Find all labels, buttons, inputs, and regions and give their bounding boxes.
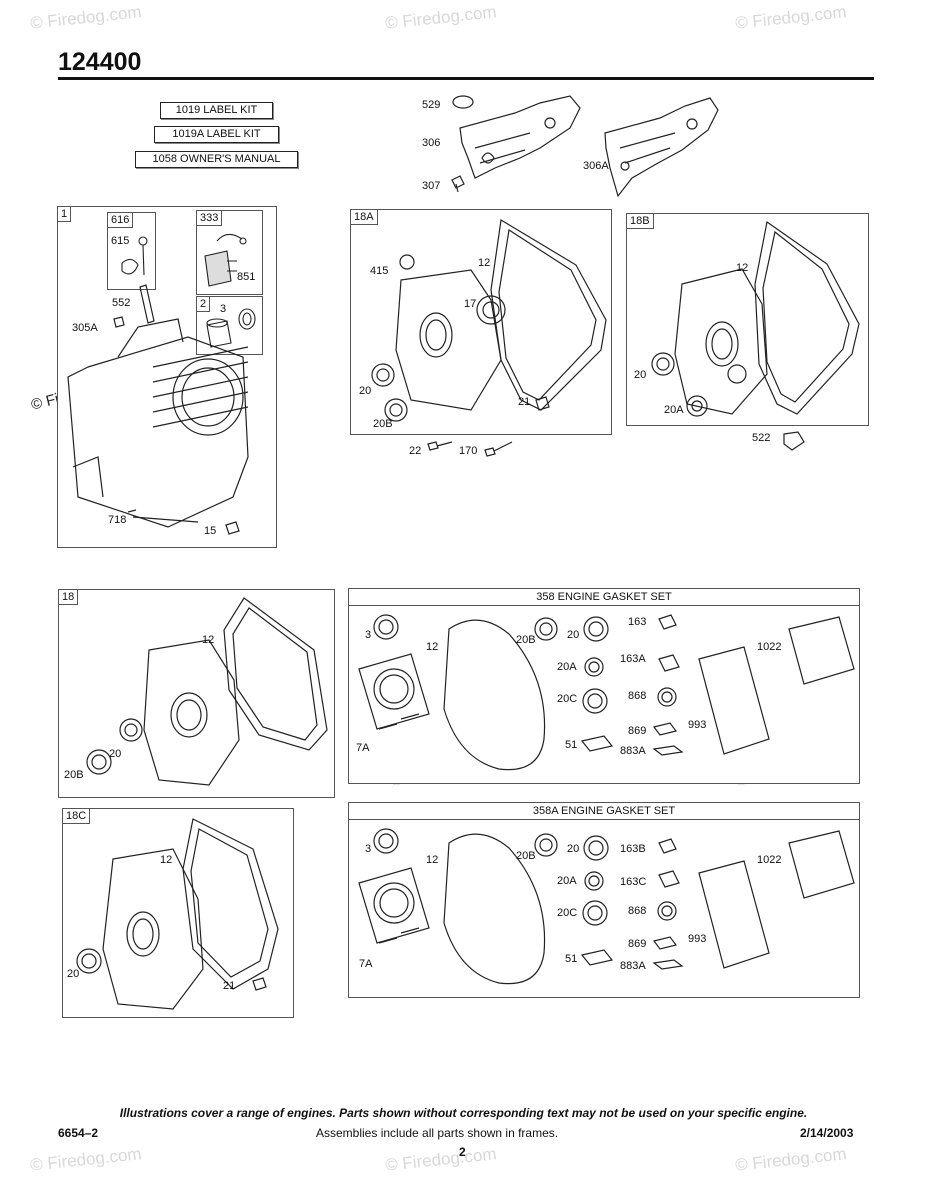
callout-163c: 163C bbox=[620, 876, 647, 888]
subframe-616: 616 615 bbox=[107, 212, 156, 290]
callout-306a: 306A bbox=[583, 160, 609, 172]
callout-20c: 20C bbox=[557, 693, 578, 705]
callout-20b: 20B bbox=[64, 769, 84, 781]
gasket-set-358a: 358A ENGINE GASKET SET 3 12 20B 20 20A 2… bbox=[348, 802, 860, 998]
callout-869: 869 bbox=[628, 725, 647, 737]
frame-tag: 18C bbox=[63, 809, 91, 824]
callout-883a: 883A bbox=[620, 960, 646, 972]
callout-615: 615 bbox=[111, 235, 130, 247]
callout-868: 868 bbox=[628, 690, 647, 702]
footer-disclaimer: Illustrations cover a range of engines. … bbox=[119, 1106, 808, 1120]
gasket-set-title: 358A ENGINE GASKET SET bbox=[349, 803, 859, 820]
watermark: © Firedog.com bbox=[29, 2, 143, 33]
bolts-below-18a: 22 170 bbox=[400, 436, 530, 466]
revision-date: 2/14/2003 bbox=[800, 1126, 854, 1140]
frame-18-sump: 18 12 20 20B bbox=[58, 589, 335, 798]
callout-20c: 20C bbox=[557, 907, 578, 919]
callout-718: 718 bbox=[108, 514, 127, 526]
callout-20b: 20B bbox=[373, 418, 393, 430]
blower-housing-illustration: 529 306 307 306A bbox=[420, 88, 740, 203]
callout-868: 868 bbox=[628, 905, 647, 917]
callout-21: 21 bbox=[518, 396, 531, 408]
callout-7a: 7A bbox=[356, 742, 370, 754]
kit-label-1019a: 1019A LABEL KIT bbox=[154, 126, 279, 143]
frame-1-cylinder: 1 616 615 333 851 2 3 552 305A 718 15 bbox=[57, 206, 277, 548]
callout-12: 12 bbox=[160, 854, 173, 866]
callout-163b: 163B bbox=[620, 843, 646, 855]
callout-20: 20 bbox=[359, 385, 372, 397]
callout-12: 12 bbox=[202, 634, 215, 646]
watermark: © Firedog.com bbox=[384, 1144, 498, 1175]
callout-17: 17 bbox=[464, 298, 477, 310]
callout-883a: 883A bbox=[620, 745, 646, 757]
kit-label-1019: 1019 LABEL KIT bbox=[160, 102, 273, 119]
frame-tag: 18 bbox=[59, 590, 79, 605]
watermark: © Firedog.com bbox=[734, 2, 848, 33]
title-rule bbox=[58, 77, 874, 80]
callout-7a: 7A bbox=[359, 958, 373, 970]
callout-51: 51 bbox=[565, 739, 578, 751]
callout-1022: 1022 bbox=[757, 641, 782, 653]
callout-1022: 1022 bbox=[757, 854, 782, 866]
callout-306: 306 bbox=[422, 137, 441, 149]
callout-51: 51 bbox=[565, 953, 578, 965]
page-title: 124400 bbox=[58, 48, 142, 76]
frame-tag: 616 bbox=[108, 213, 134, 228]
oil-sensor-522: 522 bbox=[750, 428, 810, 456]
callout-163a: 163A bbox=[620, 653, 646, 665]
callout-522: 522 bbox=[752, 432, 771, 444]
callout-307: 307 bbox=[422, 180, 441, 192]
callout-552: 552 bbox=[112, 297, 131, 309]
frame-18c-sump: 18C 12 20 21 bbox=[62, 808, 294, 1018]
doc-number: 6654–2 bbox=[58, 1126, 99, 1140]
frame-tag: 333 bbox=[197, 211, 223, 226]
callout-12: 12 bbox=[478, 257, 491, 269]
gasket-set-title: 358 ENGINE GASKET SET bbox=[349, 589, 859, 606]
callout-3: 3 bbox=[365, 843, 372, 855]
callout-22: 22 bbox=[409, 445, 422, 457]
callout-20a: 20A bbox=[557, 875, 577, 887]
callout-12: 12 bbox=[426, 641, 439, 653]
callout-15: 15 bbox=[204, 525, 217, 537]
callout-12: 12 bbox=[736, 262, 749, 274]
callout-993: 993 bbox=[688, 719, 707, 731]
callout-3: 3 bbox=[365, 629, 372, 641]
callout-21: 21 bbox=[223, 980, 236, 992]
callout-415: 415 bbox=[370, 265, 389, 277]
callout-163: 163 bbox=[628, 616, 647, 628]
callout-305a: 305A bbox=[72, 322, 98, 334]
callout-20: 20 bbox=[567, 629, 580, 641]
frame-tag: 18B bbox=[627, 214, 654, 229]
callout-869: 869 bbox=[628, 938, 647, 950]
gasket-set-358: 358 ENGINE GASKET SET 3 12 20B 20 20A 20… bbox=[348, 588, 860, 784]
callout-20: 20 bbox=[634, 369, 647, 381]
callout-170: 170 bbox=[459, 445, 478, 457]
callout-20a: 20A bbox=[557, 661, 577, 673]
callout-20: 20 bbox=[109, 748, 122, 760]
assemblies-note: Assemblies include all parts shown in fr… bbox=[316, 1126, 559, 1140]
subframe-2: 2 3 bbox=[196, 296, 263, 355]
kit-owners-manual: 1058 OWNER'S MANUAL bbox=[135, 151, 298, 168]
callout-20: 20 bbox=[67, 968, 80, 980]
callout-20: 20 bbox=[567, 843, 580, 855]
frame-18a-sump: 18A 415 12 17 20 20B 21 bbox=[350, 209, 612, 435]
page-number: 2 bbox=[459, 1145, 466, 1159]
callout-851: 851 bbox=[237, 271, 256, 283]
subframe-333: 333 851 bbox=[196, 210, 263, 295]
callout-20a: 20A bbox=[664, 404, 684, 416]
callout-529: 529 bbox=[422, 99, 441, 111]
callout-20b: 20B bbox=[516, 634, 536, 646]
callout-3: 3 bbox=[220, 303, 227, 315]
watermark: © Firedog.com bbox=[29, 1144, 143, 1175]
frame-tag: 2 bbox=[197, 297, 211, 312]
callout-12: 12 bbox=[426, 854, 439, 866]
frame-18b-sump: 18B 12 20 20A bbox=[626, 213, 869, 426]
frame-tag: 1 bbox=[58, 207, 72, 222]
callout-20b: 20B bbox=[516, 850, 536, 862]
callout-993: 993 bbox=[688, 933, 707, 945]
watermark: © Firedog.com bbox=[734, 1144, 848, 1175]
frame-tag: 18A bbox=[351, 210, 378, 225]
watermark: © Firedog.com bbox=[384, 2, 498, 33]
